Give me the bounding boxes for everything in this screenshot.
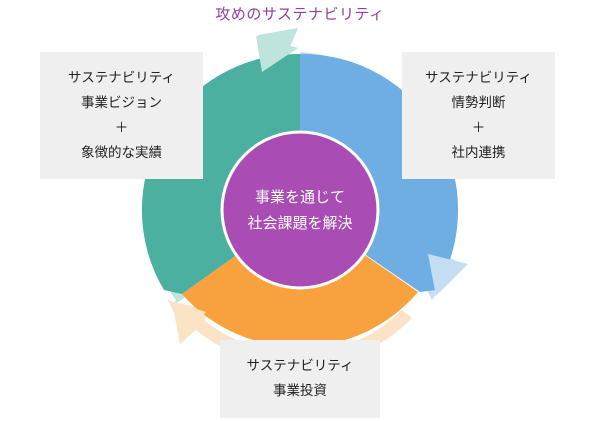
teal-arrow-head — [256, 36, 298, 72]
investment-line-2: 事業投資 — [273, 383, 327, 399]
judgment-plus: ＋ — [471, 119, 486, 136]
judgment-line-2: 情勢判断 — [451, 94, 506, 111]
judgment-box: サステナビリティ 情勢判断 ＋ 社内連携 — [402, 52, 555, 179]
judgment-line-1: サステナビリティ — [425, 69, 532, 86]
orange-arrow-head — [168, 300, 206, 338]
center-label: 事業を通じて 社会課題を解決 — [220, 160, 380, 260]
vision-line-1: サステナビリティ — [68, 69, 175, 86]
center-circle — [220, 130, 380, 290]
center-line-1: 事業を通じて — [254, 188, 345, 206]
vision-line-2: 事業ビジョン — [81, 94, 162, 111]
vision-box: サステナビリティ 事業ビジョン ＋ 象徴的な実績 — [40, 52, 203, 179]
page-title: 攻めのサステナビリティ — [215, 5, 385, 23]
blue-arrow-head — [428, 254, 468, 296]
center-line-2: 社会課題を解決 — [247, 214, 353, 232]
investment-line-1: サステナビリティ — [246, 358, 354, 374]
vision-line-4: 象徴的な実績 — [81, 144, 162, 161]
judgment-line-4: 社内連携 — [451, 144, 506, 161]
investment-box: サステナビリティ 事業投資 — [220, 340, 380, 418]
vision-plus: ＋ — [114, 119, 129, 136]
